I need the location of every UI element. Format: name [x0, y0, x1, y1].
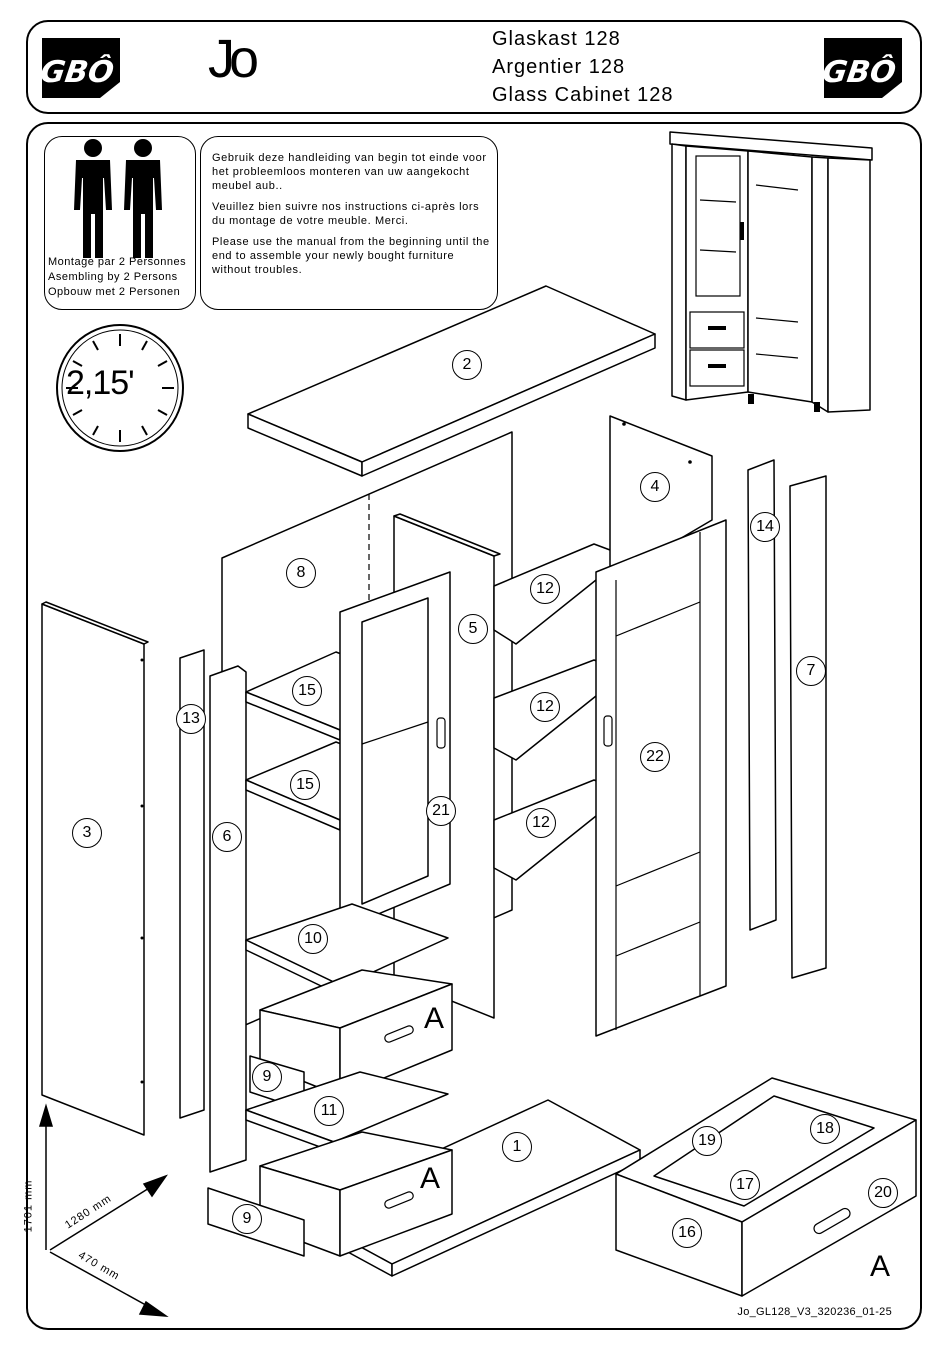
part-callout-9a: 9: [252, 1062, 282, 1092]
part-callout-7: 7: [796, 656, 826, 686]
gbo-logo-icon: GBÔ: [820, 38, 902, 98]
svg-text:GBÔ: GBÔ: [38, 53, 116, 90]
part-callout-11: 11: [314, 1096, 344, 1126]
persons-text-fr: Montage par 2 Personnes: [48, 256, 187, 268]
part-callout-14: 14: [750, 512, 780, 542]
instructions-text: Gebruik deze handleiding van begin tot e…: [212, 151, 494, 284]
instruction-nl: Gebruik deze handleiding van begin tot e…: [212, 152, 487, 192]
part-callout-22: 22: [640, 742, 670, 772]
title-fr: Argentier 128: [492, 56, 626, 78]
part-callout-21: 21: [426, 796, 456, 826]
part-callout-1: 1: [502, 1132, 532, 1162]
part-callout-4: 4: [640, 472, 670, 502]
part-callout-17: 17: [730, 1170, 760, 1200]
part-callout-5: 5: [458, 614, 488, 644]
document-code: Jo_GL128_V3_320236_01-25: [737, 1306, 892, 1318]
part-callout-8: 8: [286, 558, 316, 588]
drawer-label-a-top: A: [424, 1002, 445, 1035]
part-callout-2: 2: [452, 350, 482, 380]
part-callout-20: 20: [868, 1178, 898, 1208]
part-callout-12c: 12: [526, 808, 556, 838]
svg-text:GBÔ: GBÔ: [820, 53, 898, 90]
instructions-box: [200, 136, 498, 310]
part-callout-18: 18: [810, 1114, 840, 1144]
part-callout-3: 3: [72, 818, 102, 848]
part-callout-12a: 12: [530, 574, 560, 604]
persons-text-nl: Opbouw met 2 Personen: [48, 286, 181, 298]
clock-icon: [56, 324, 184, 452]
assembly-time: 2,15': [66, 364, 135, 402]
title-en: Glass Cabinet 128: [492, 84, 674, 106]
two-persons-icon: [74, 139, 162, 258]
part-callout-15a: 15: [292, 676, 322, 706]
part-callout-15b: 15: [290, 770, 320, 800]
instruction-fr: Veuillez bien suivre nos instructions ci…: [212, 201, 480, 227]
part-callout-6: 6: [212, 822, 242, 852]
gbo-logo-icon: GBÔ: [38, 38, 120, 98]
part-callout-10: 10: [298, 924, 328, 954]
drawer-label-a-detail: A: [870, 1250, 891, 1283]
part-callout-12b: 12: [530, 692, 560, 722]
drawer-label-a-bottom: A: [420, 1162, 441, 1195]
content-frame: [26, 122, 922, 1330]
part-callout-9b: 9: [232, 1204, 262, 1234]
part-callout-19: 19: [692, 1126, 722, 1156]
header-frame: [26, 20, 922, 114]
instruction-en: Please use the manual from the beginning…: [212, 236, 490, 276]
persons-box: [44, 136, 196, 310]
persons-text-en: Asembling by 2 Persons: [48, 271, 178, 283]
dimension-height: 1701 mm: [22, 1179, 35, 1233]
part-callout-13: 13: [176, 704, 206, 734]
part-callout-16: 16: [672, 1218, 702, 1248]
title-nl: Glaskast 128: [492, 28, 621, 50]
model-name: Jo: [208, 29, 259, 89]
assembled-cabinet-thumbnail: [669, 131, 873, 413]
